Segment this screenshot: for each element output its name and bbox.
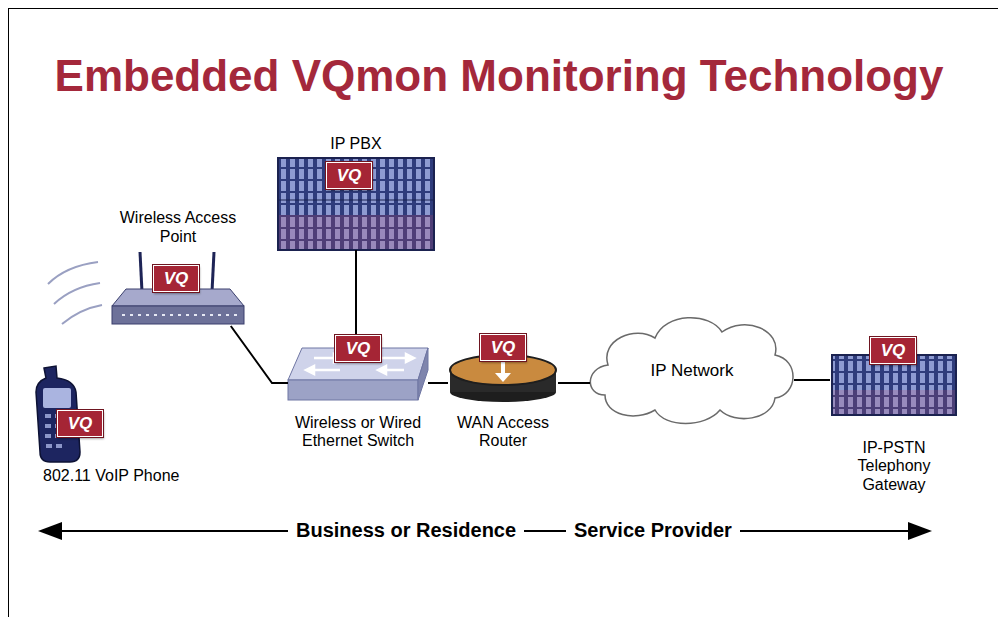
access-point-drawing <box>112 252 244 324</box>
telephony-gateway: IP-PSTN Telephony GatewayVQ <box>830 337 958 417</box>
vq-badge: VQ <box>57 410 103 437</box>
wan-router: WAN Access RouterVQ <box>448 334 558 402</box>
badge-text: VQ <box>164 270 189 287</box>
ethernet-switch: Wireless or Wired Ethernet SwitchVQ <box>288 335 428 402</box>
network-link <box>231 326 288 383</box>
device-label: Wireless or Wired Ethernet Switch <box>280 414 436 451</box>
node-text: IP Network <box>651 361 734 381</box>
ip-network-cloud: IP Network <box>590 318 794 424</box>
radio-waves <box>48 262 102 324</box>
badge-text: VQ <box>491 339 516 356</box>
ip-pbx: IP PBXVQ <box>278 158 434 250</box>
network-link <box>428 383 448 384</box>
badge-text: VQ <box>337 167 362 184</box>
device-label: IP PBX <box>278 135 434 153</box>
cloud-outline <box>590 318 793 424</box>
device-label: Wireless Access Point <box>103 209 253 246</box>
badge-text: VQ <box>881 342 906 359</box>
network-link <box>794 380 830 381</box>
wireless-access-point: Wireless Access PointVQ <box>112 250 244 326</box>
frame-line <box>8 8 998 9</box>
diagram-title: Embedded VQmon Monitoring Technology <box>0 52 998 100</box>
vq-badge: VQ <box>870 337 916 364</box>
badge-text: VQ <box>346 340 371 357</box>
vq-badge: VQ <box>326 162 372 189</box>
vq-badge: VQ <box>335 335 381 362</box>
link-line <box>231 326 288 383</box>
link-line <box>355 250 357 335</box>
vq-badge: VQ <box>480 334 526 361</box>
gateway-rack-drawing <box>832 355 956 415</box>
vq-badge: VQ <box>153 265 199 292</box>
region-label: Service Provider <box>566 518 740 542</box>
voip-phone: 802.11 VoIP PhoneVQ <box>33 365 105 463</box>
device-label: 802.11 VoIP Phone <box>43 467 243 485</box>
region-label: Business or Residence <box>288 518 524 542</box>
link-line <box>428 382 448 384</box>
frame-line <box>8 8 9 617</box>
device-label: WAN Access Router <box>443 414 563 451</box>
network-link <box>356 250 357 335</box>
link-line <box>794 379 830 381</box>
device-label: IP-PSTN Telephony Gateway <box>846 439 942 494</box>
router-drawing <box>450 355 556 402</box>
pbx-rack-drawing <box>278 158 434 250</box>
badge-text: VQ <box>68 415 93 432</box>
link-line <box>558 382 590 384</box>
network-link <box>558 383 590 384</box>
